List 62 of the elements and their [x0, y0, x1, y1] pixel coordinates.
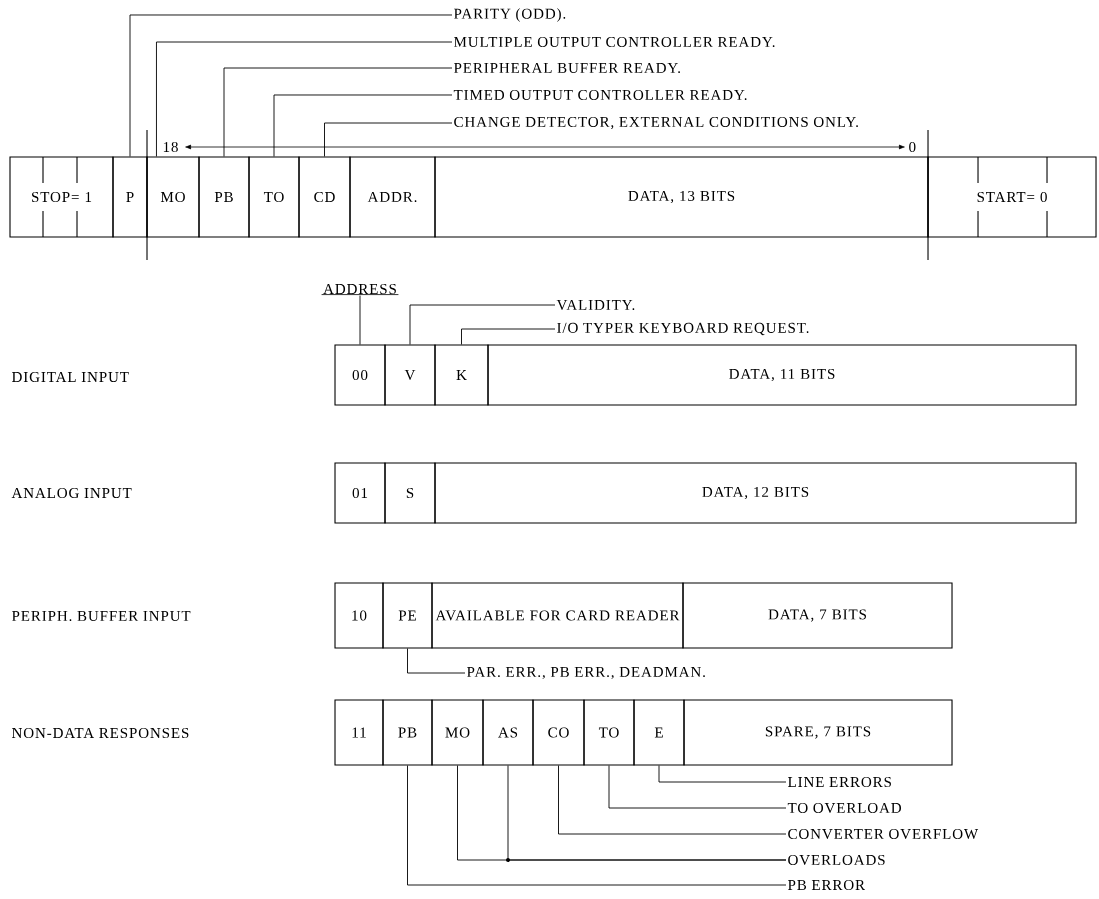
field-cell: E [633, 699, 685, 766]
leader-line [658, 765, 787, 783]
leader-line [407, 648, 466, 674]
callout-text: CONVERTER OVERFLOW [788, 828, 979, 840]
leader-line [407, 765, 787, 886]
callout-text: TIMED OUTPUT CONTROLLER READY. [453, 89, 747, 101]
bit-number: 0 [909, 141, 916, 153]
leader-line [359, 295, 361, 345]
field-cell: DATA, 12 BITS [434, 462, 1077, 524]
row-label: ANALOG INPUT [11, 487, 132, 499]
field-cell: AVAILABLE FOR CARD READER [431, 582, 684, 649]
field-cell: PB [382, 699, 433, 766]
leader-line [409, 304, 556, 345]
leader-line [273, 94, 453, 157]
field-cell: TO [248, 156, 300, 238]
field-cell: DATA, 7 BITS [682, 582, 953, 649]
callout-text: MULTIPLE OUTPUT CONTROLLER READY. [454, 36, 775, 48]
field-cell: 00 [334, 344, 386, 406]
field-cell: START= 0 [927, 156, 1097, 238]
row-label: PERIPH. BUFFER INPUT [12, 611, 191, 622]
callout-text: CHANGE DETECTOR, EXTERNAL CONDITIONS ONLY. [454, 116, 858, 130]
callout-text: PERIPHERAL BUFFER READY. [454, 62, 680, 74]
field-cell: DATA, 13 BITS [434, 156, 929, 238]
field-cell: K [434, 344, 489, 406]
field-cell: PE [382, 582, 433, 649]
field-cell: DATA, 11 BITS [487, 344, 1077, 406]
field-cell: 10 [334, 582, 384, 649]
callout-text: TO OVERLOAD [787, 802, 901, 814]
field-cell: ADDR. [349, 156, 436, 238]
callout-text: PB ERROR [788, 880, 865, 891]
callout-text: PAR. ERR., PB ERR., DEADMAN. [467, 666, 705, 680]
field-cell: 01 [334, 462, 386, 524]
field-cell: MO [431, 699, 484, 766]
callout-text: PARITY (ODD). [454, 8, 566, 22]
leader-line [223, 67, 453, 157]
field-cell: PB [198, 156, 250, 238]
field-cell: CD [298, 156, 351, 238]
field-cell: S [384, 462, 436, 524]
field-cell: STOP= 1 [9, 156, 114, 238]
heading-label: ADDRESS [321, 283, 399, 295]
field-cell: CO [532, 699, 585, 766]
field-cell: 11 [334, 699, 384, 766]
leader-line [461, 328, 556, 345]
row-label: DIGITAL INPUT [12, 371, 129, 383]
callout-text: OVERLOADS [788, 854, 885, 866]
bit-number: 18 [163, 141, 178, 153]
leader-line [129, 14, 453, 157]
row-label: NON-DATA RESPONSES [12, 727, 189, 739]
field-cell: V [384, 344, 436, 406]
field-cell: AS [482, 699, 534, 766]
leader-line [558, 765, 787, 835]
leader-line [156, 41, 453, 157]
field-cell: SPARE, 7 BITS [683, 699, 953, 766]
leader-line [608, 765, 787, 809]
leader-line [324, 122, 453, 157]
leader-line [507, 765, 787, 861]
field-cell: MO [146, 156, 200, 238]
field-cell: P [112, 156, 148, 238]
callout-text: LINE ERRORS [788, 777, 891, 788]
field-cell: TO [583, 699, 635, 766]
callout-text: I/O TYPER KEYBOARD REQUEST. [557, 322, 809, 336]
callout-text: VALIDITY. [556, 299, 635, 311]
